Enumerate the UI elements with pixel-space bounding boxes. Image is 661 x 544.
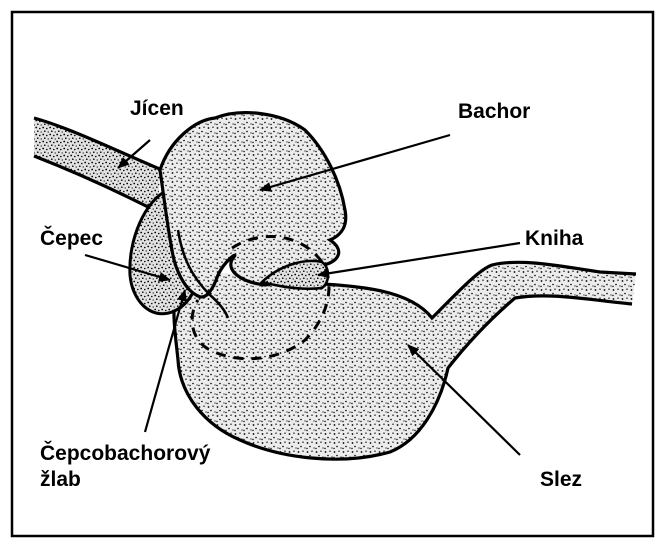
label-slez: Slez (540, 468, 582, 491)
label-kniha: Kniha (525, 227, 584, 250)
label-cepcobachorovy-line2: žlab (40, 468, 81, 491)
label-bachor: Bachor (458, 100, 530, 123)
label-cepec: Čepec (40, 226, 103, 250)
label-cepcobachorovy-line1: Čepcobachorový (40, 441, 211, 465)
label-jicen: Jícen (130, 97, 184, 120)
